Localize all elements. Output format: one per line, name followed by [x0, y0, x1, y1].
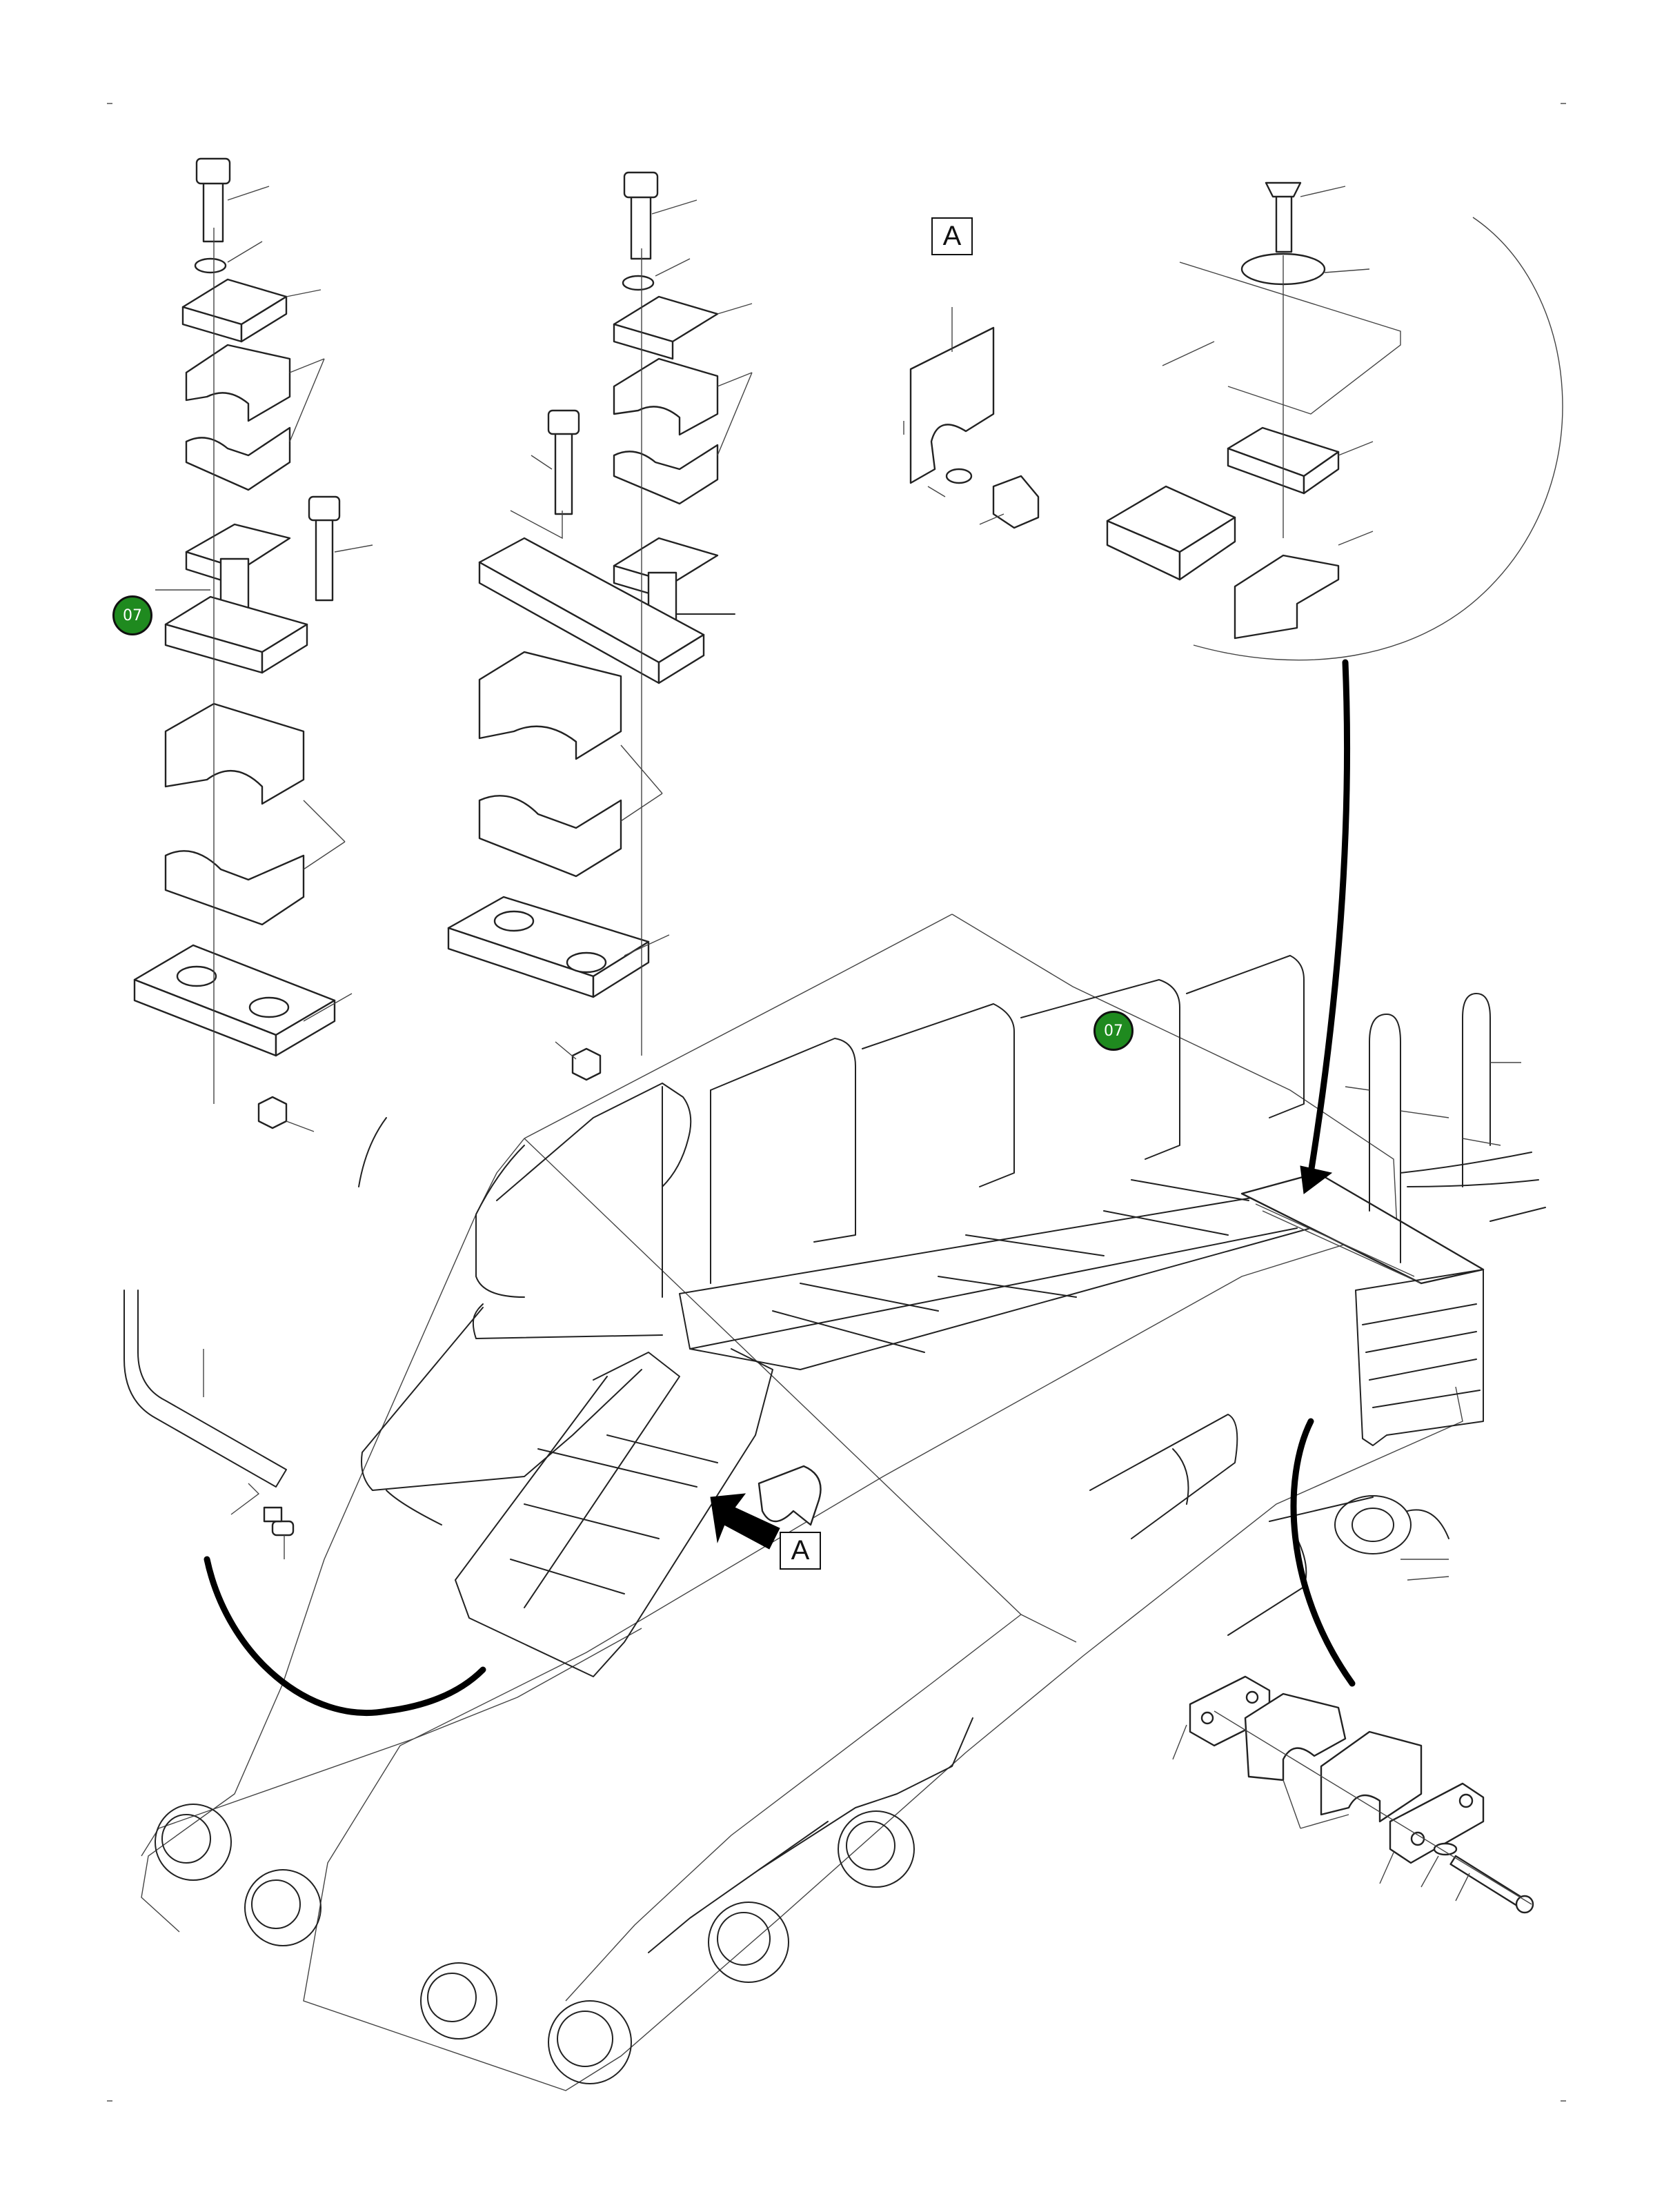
leader-arrow-top-right — [1300, 1165, 1333, 1194]
bolt-head — [195, 157, 231, 185]
view-label-a-detail: A — [931, 217, 973, 255]
leader-curve-bottom-right — [1290, 1418, 1356, 1687]
leader-curve-left — [204, 1556, 486, 1717]
view-a-arrow — [710, 1493, 780, 1550]
detail-a-bracket — [903, 307, 1040, 529]
detail-circle-top-right — [1106, 181, 1563, 661]
middle-clamp-stack — [447, 171, 753, 1081]
left-clamp-stack — [133, 157, 373, 1132]
callout-marker-left[interactable]: 07 — [112, 595, 152, 635]
leader-curve-top-right — [1307, 659, 1351, 1176]
callout-marker-right[interactable]: 07 — [1093, 1011, 1134, 1051]
lock-washer — [194, 257, 227, 274]
bottom-right-clamp-detail — [1172, 1675, 1534, 1914]
view-label-a-main: A — [780, 1532, 821, 1570]
catwalk-assembly — [123, 914, 1546, 2091]
